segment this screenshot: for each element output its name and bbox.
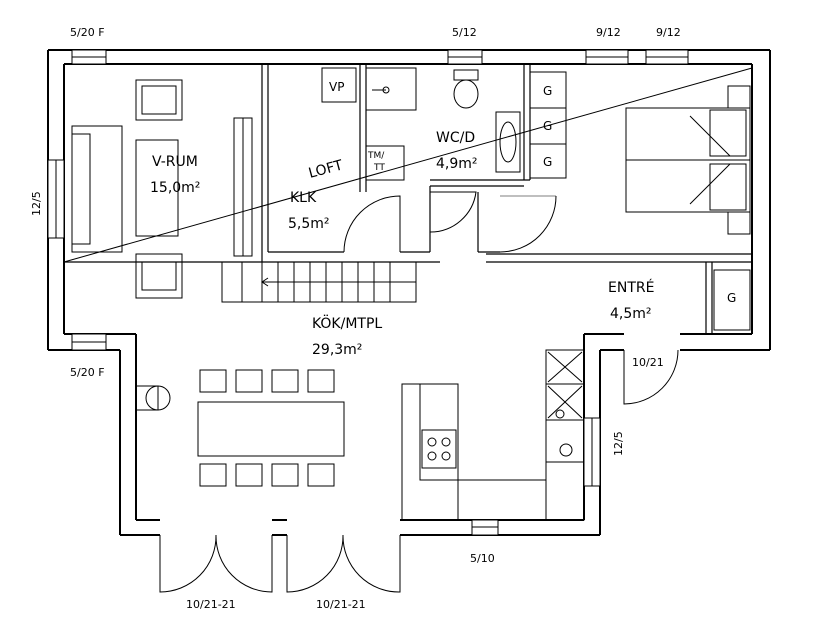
window-label-top-right-a: 9/12	[596, 26, 621, 39]
room-area-wcd: 4,9m²	[436, 156, 478, 172]
living-room-furniture	[71, 79, 253, 299]
doors	[159, 191, 679, 593]
window-label-right-side: 12/5	[612, 431, 625, 456]
window-label-left-side: 12/5	[30, 191, 43, 216]
room-area-kok: 29,3m²	[312, 342, 362, 358]
window-label-top-right-b: 9/12	[656, 26, 681, 39]
klk-fixtures	[321, 67, 417, 181]
room-name-kok: KÖK/MTPL	[312, 314, 382, 332]
door-label-patio-right: 10/21-21	[316, 598, 366, 611]
interior-walls	[64, 64, 752, 334]
window-label-top-left: 5/20 F	[70, 26, 105, 39]
symbol-labels: VP TM/ TT G G G G	[329, 80, 736, 305]
window-label-top-mid: 5/12	[452, 26, 477, 39]
bed	[625, 85, 751, 235]
windows	[47, 49, 689, 536]
room-name-loft: LOFT	[307, 157, 345, 182]
window-label-left-lower: 5/20 F	[70, 366, 105, 379]
wardrobes	[529, 71, 751, 331]
dimension-labels: 5/20 F 5/12 9/12 9/12 12/5 5/20 F 12/5 5…	[30, 26, 681, 611]
door-label-patio-left: 10/21-21	[186, 598, 236, 611]
room-name-klk: KLK	[290, 190, 317, 206]
window-label-bottom-right: 5/10	[470, 552, 495, 565]
room-area-vrum: 15,0m²	[150, 180, 200, 196]
loft-diagonal	[63, 67, 753, 263]
tmtt-symbol-2: TT	[373, 163, 385, 173]
wardrobe-g-2: G	[543, 119, 552, 133]
room-area-klk: 5,5m²	[288, 216, 330, 232]
kitchen	[401, 349, 585, 521]
room-name-entre: ENTRÉ	[608, 279, 654, 296]
tmtt-symbol: TM/	[367, 151, 385, 161]
room-name-wcd: WC/D	[436, 130, 475, 146]
room-name-vrum: V-RUM	[152, 154, 198, 170]
room-labels: V-RUM 15,0m² LOFT KLK 5,5m² WC/D 4,9m² K…	[150, 130, 654, 358]
vp-symbol: VP	[329, 80, 344, 94]
wardrobe-g-1: G	[543, 84, 552, 98]
stairs	[221, 261, 417, 303]
outer-walls	[47, 49, 771, 536]
wardrobe-g-4: G	[727, 291, 736, 305]
room-area-entre: 4,5m²	[610, 306, 652, 322]
wardrobe-g-3: G	[543, 155, 552, 169]
door-label-entry: 10/21	[632, 356, 664, 369]
wc-fixtures	[453, 69, 521, 173]
dining-set	[135, 369, 345, 487]
